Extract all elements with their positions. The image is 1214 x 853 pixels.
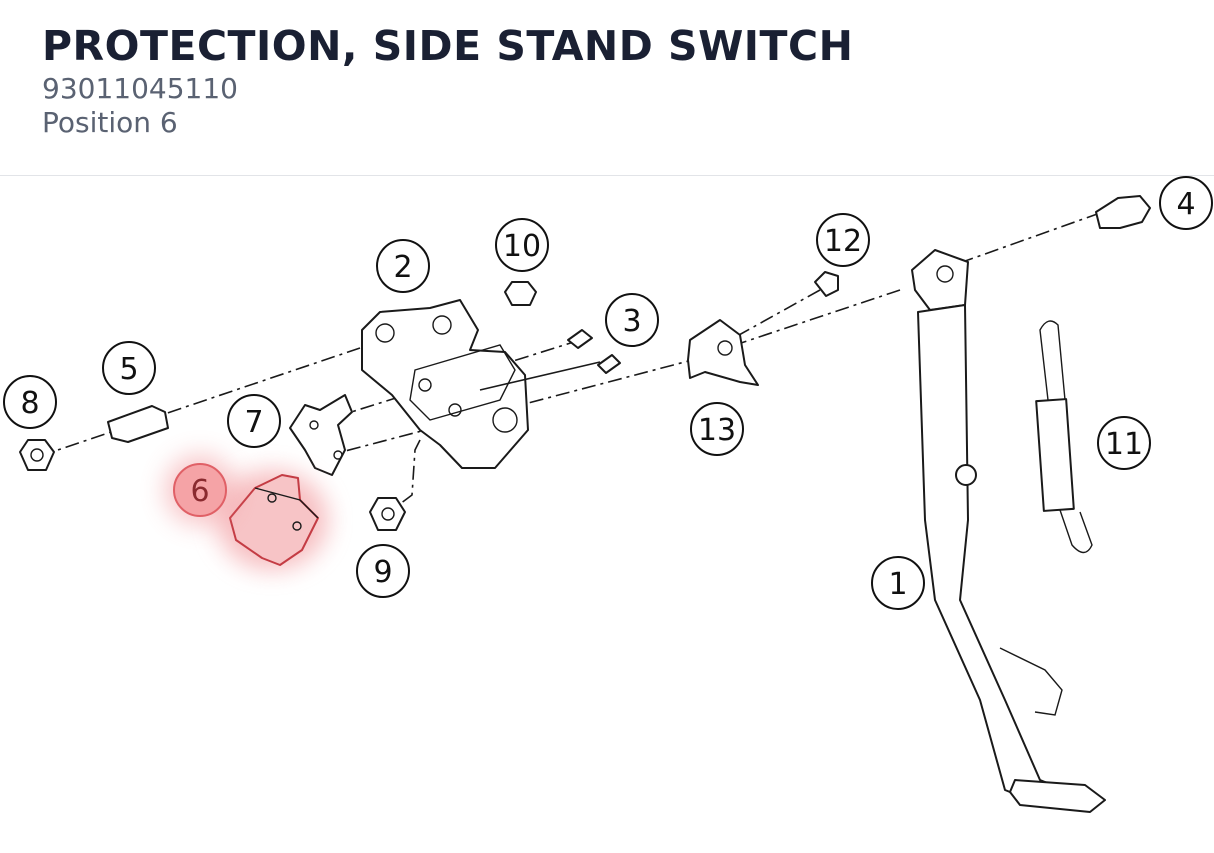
callout-4: 4	[1159, 176, 1213, 230]
callout-12: 12	[816, 213, 870, 267]
callout-1: 1	[871, 556, 925, 610]
header-divider	[0, 175, 1214, 176]
callout-9: 9	[356, 544, 410, 598]
part-nut-8	[19, 439, 55, 471]
svg-text:5: 5	[119, 352, 138, 387]
part-position: Position 6	[42, 106, 178, 139]
svg-text:10: 10	[503, 229, 541, 264]
part-nut-10	[504, 281, 537, 306]
part-side-stand	[911, 249, 1106, 813]
part-screw-12	[814, 271, 839, 297]
part-switch-holder	[289, 394, 353, 476]
callout-8: 8	[3, 375, 57, 429]
part-pivot-pin	[1095, 195, 1151, 229]
svg-text:2: 2	[393, 250, 412, 285]
svg-text:3: 3	[622, 304, 641, 339]
svg-text:1: 1	[888, 567, 907, 602]
part-bolts	[479, 329, 621, 391]
part-title: PROTECTION, SIDE STAND SWITCH	[42, 22, 854, 70]
svg-text:6: 6	[190, 474, 209, 509]
part-cover-plate	[687, 319, 759, 386]
svg-text:4: 4	[1176, 187, 1195, 222]
svg-text:9: 9	[373, 555, 392, 590]
svg-text:12: 12	[824, 224, 862, 259]
part-number: 93011045110	[42, 72, 238, 105]
part-protection-highlighted	[216, 470, 328, 570]
part-header: PROTECTION, SIDE STAND SWITCH 9301104511…	[42, 20, 853, 140]
svg-text:7: 7	[244, 405, 263, 440]
callout-6-highlighted: 6	[164, 454, 236, 526]
callout-10: 10	[495, 218, 549, 272]
svg-text:13: 13	[698, 413, 736, 448]
callout-11: 11	[1097, 416, 1151, 470]
part-spring	[1035, 320, 1093, 554]
callout-13: 13	[690, 402, 744, 456]
exploded-parts-diagram: 1 2 3 4 5 6 7 8 9 10 11 12	[3, 176, 1213, 813]
callout-3: 3	[605, 293, 659, 347]
part-bracket	[361, 299, 529, 469]
part-sleeve	[107, 405, 169, 443]
svg-text:8: 8	[20, 386, 39, 421]
callout-5: 5	[102, 341, 156, 395]
part-nut-9	[369, 497, 406, 531]
svg-text:11: 11	[1105, 427, 1143, 462]
callout-2: 2	[376, 239, 430, 293]
callout-7: 7	[227, 394, 281, 448]
